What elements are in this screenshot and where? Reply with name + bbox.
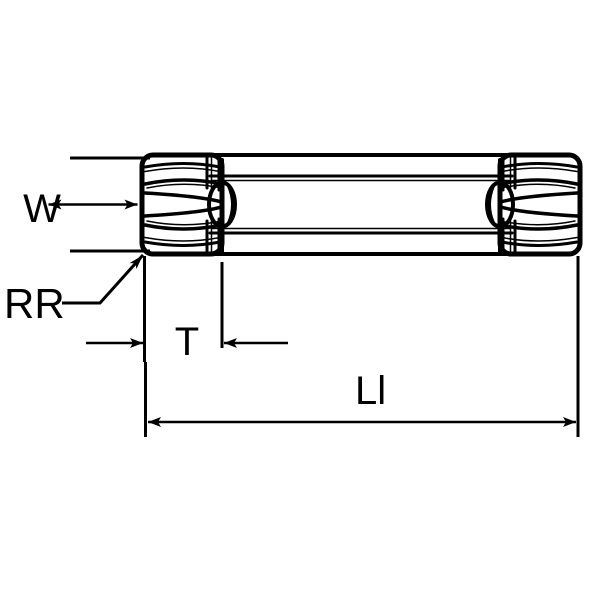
dimension-overall-length: [144, 256, 580, 437]
dimension-corner-radius: [62, 253, 145, 305]
head-right: [485, 152, 583, 257]
corner-radius-label: RR: [4, 280, 65, 327]
head-left: [139, 152, 237, 257]
rr-leader-line: [62, 253, 145, 305]
shank-body: [198, 153, 524, 256]
thickness-label: T: [175, 320, 199, 364]
dimension-width: [48, 156, 150, 253]
dimension-thickness: [86, 256, 288, 362]
part-outline-group: [139, 152, 583, 257]
width-label: W: [23, 187, 61, 231]
head-right-flutes: [500, 155, 579, 254]
length-label: Ll: [355, 369, 386, 413]
